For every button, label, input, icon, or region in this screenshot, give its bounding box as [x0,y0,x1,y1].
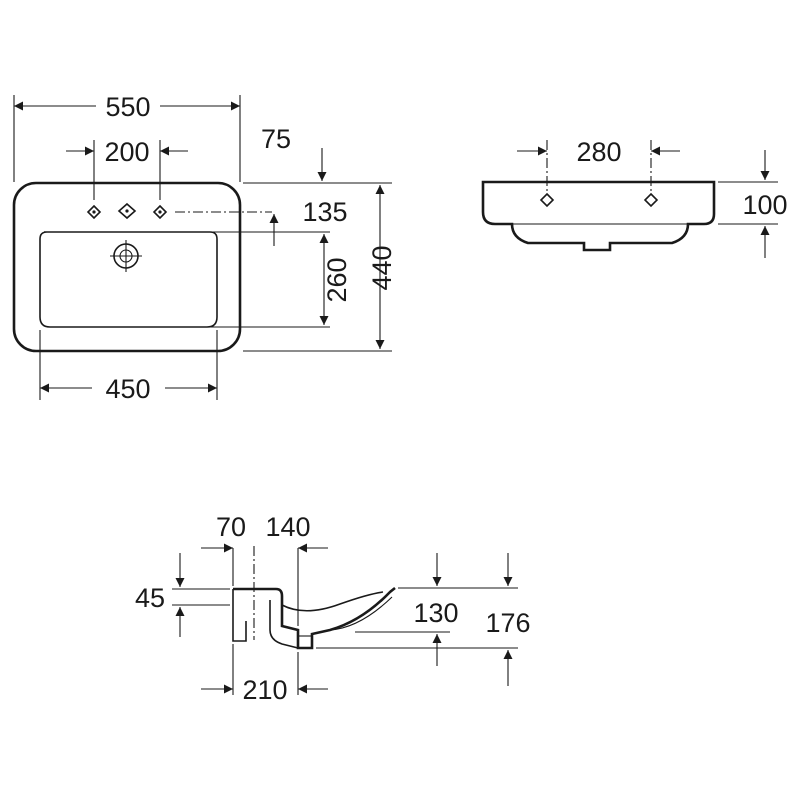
dim-total-depth: 440 [367,245,397,290]
dim-side-waste-offset: 140 [265,512,310,542]
tap-hole-icon [117,202,137,220]
dim-tap-spacing: 200 [104,137,149,167]
top-view: 550 200 75 135 260 440 450 [12,92,397,404]
dim-front-height: 100 [742,190,787,220]
tap-hole-icon [86,204,102,220]
side-section-view: 70 140 45 130 176 210 [135,512,531,705]
dim-side-total-height: 176 [485,608,530,638]
front-view-outline [481,180,716,252]
drain-icon [110,240,142,272]
tap-hole-icon [643,192,659,208]
dim-rim-front-offset: 75 [261,124,291,154]
dim-side-hole-spacing: 280 [576,137,621,167]
tap-hole-icon [539,192,555,208]
tap-hole-icon [152,204,168,220]
top-view-outline [12,181,242,353]
dim-top-width: 550 [105,92,150,122]
side-section-outline [233,586,396,650]
dim-side-inner-height: 130 [413,598,458,628]
dim-side-tap-offset: 70 [216,512,246,542]
dim-side-depth: 210 [242,675,287,705]
top-view-bowl [39,231,218,328]
dim-tap-hole-depth: 135 [302,197,347,227]
front-view: 280 100 [481,137,788,258]
dim-bowl-width: 450 [105,374,150,404]
dim-bowl-depth: 260 [322,257,352,302]
dim-side-rim-thickness: 45 [135,583,165,613]
